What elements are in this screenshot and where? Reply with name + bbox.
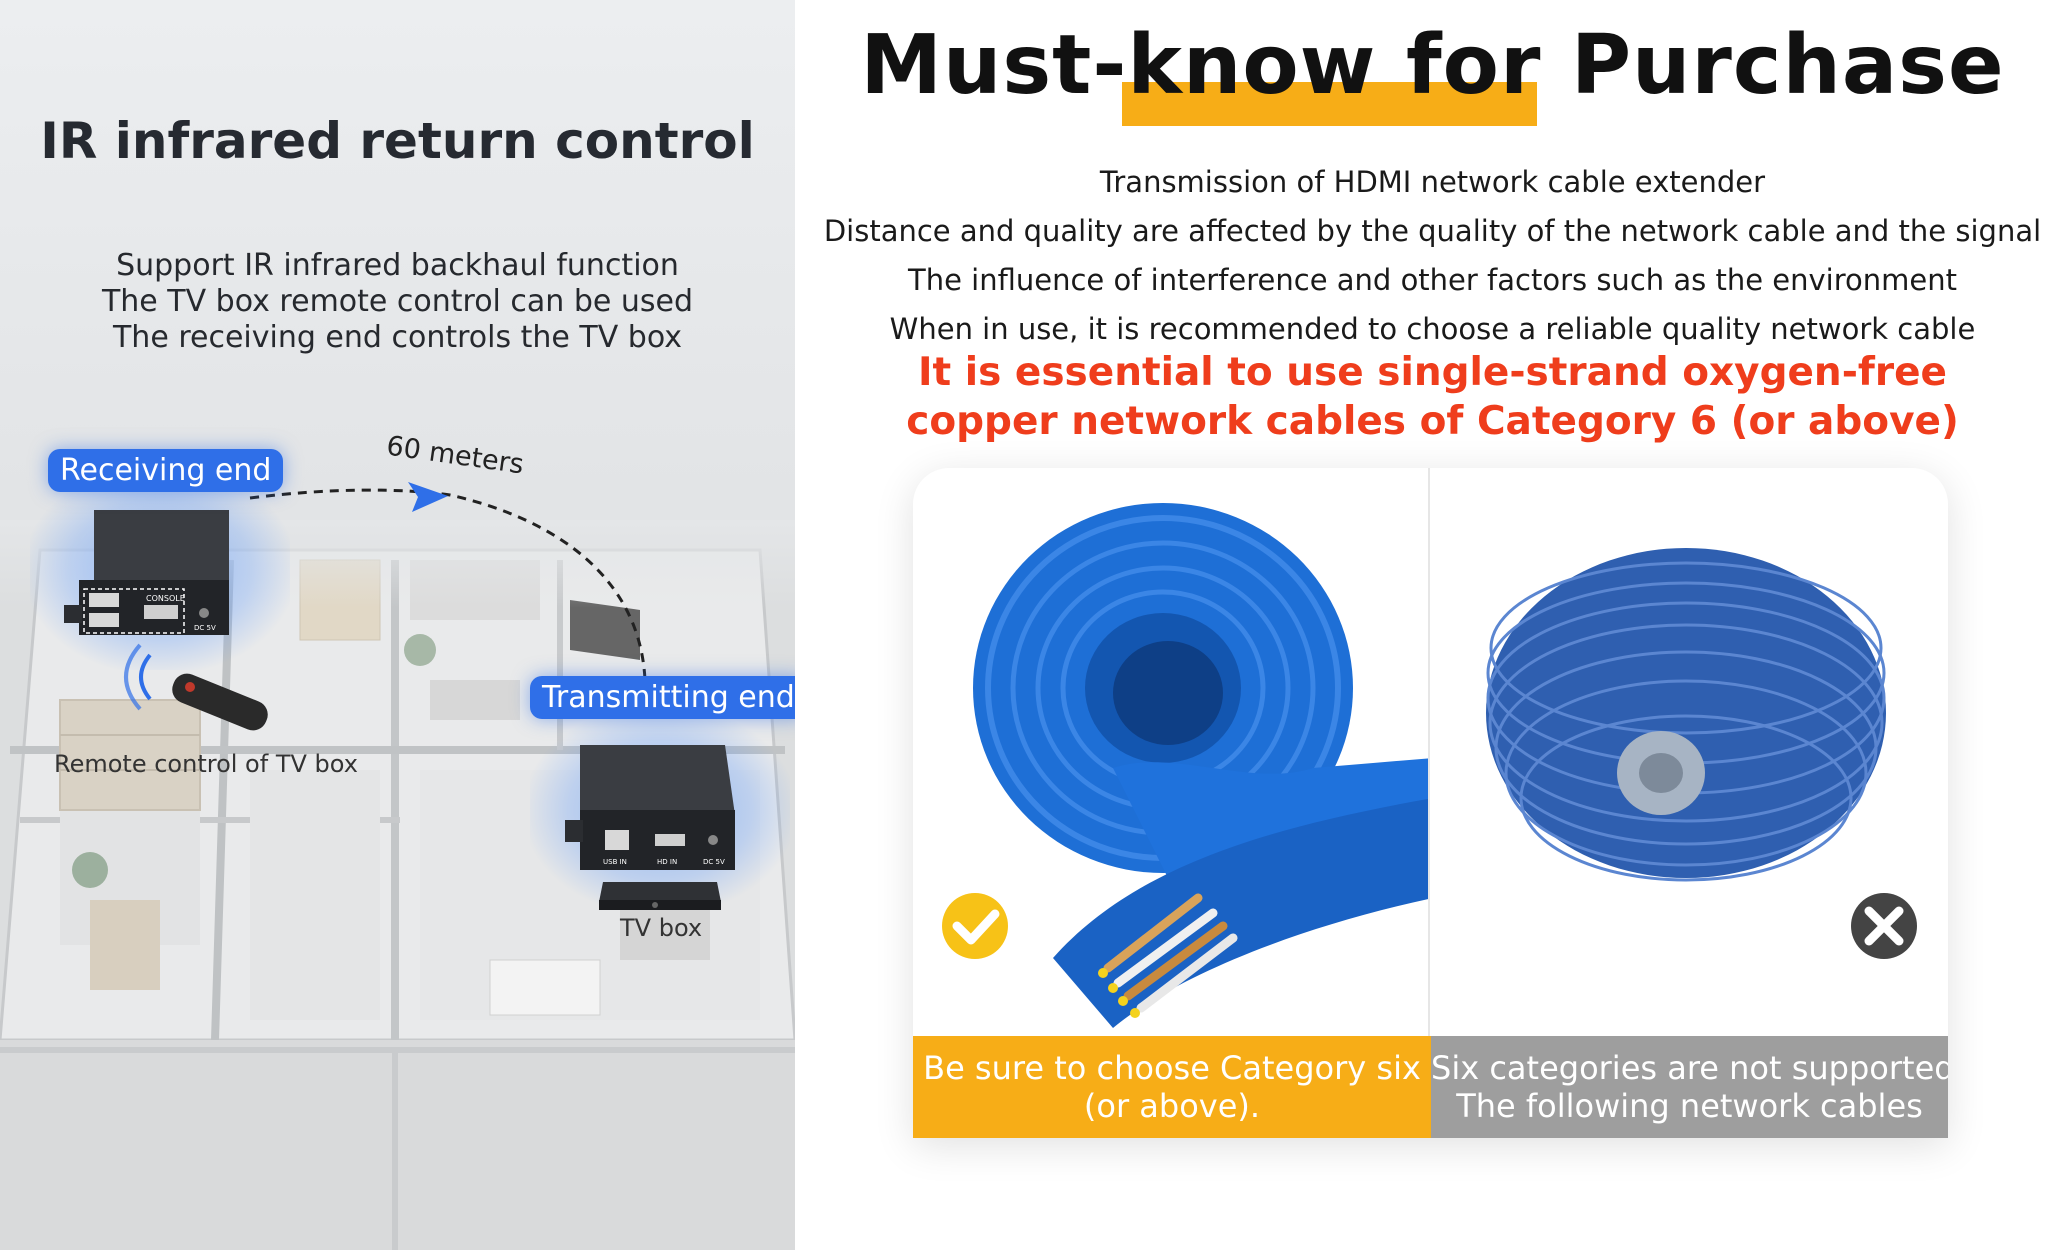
- transmitter-port-label: HD IN: [657, 858, 677, 866]
- house-floorplan-illustration: [0, 520, 795, 1250]
- caption-line: The following network cables: [1456, 1087, 1923, 1125]
- remote-control-label: Remote control of TV box: [54, 750, 358, 778]
- cat6-cable-image: [942, 503, 1429, 1028]
- transmitter-port-label: DC 5V: [703, 858, 725, 866]
- cable-comparison-card: Be sure to choose Category six (or above…: [913, 468, 1948, 1138]
- receiver-port-label: DC 5V: [194, 624, 216, 632]
- tv-box-label: TV box: [620, 914, 703, 942]
- ir-subtitle: Support IR infrared backhaul function Th…: [0, 248, 795, 356]
- coiled-cable-image: [1486, 548, 1917, 959]
- tv-box-image: [599, 882, 721, 910]
- caption-line: Six categories are not supported: [1431, 1049, 1948, 1087]
- purchase-title-text: Must-know for Purchase: [860, 18, 2005, 113]
- x-circle-icon: [1864, 906, 1904, 946]
- warning-line: copper network cables of Category 6 (or …: [906, 399, 1959, 444]
- card-divider: [1428, 468, 1430, 1038]
- purchase-notice-panel: Must-know for Purchase Transmission of H…: [795, 0, 2070, 1250]
- ir-title: IR infrared return control: [40, 112, 755, 170]
- transmitter-port-label: USB IN: [603, 858, 627, 866]
- ir-control-panel: IR infrared return control Support IR in…: [0, 0, 795, 1250]
- notice-line: The influence of interference and other …: [908, 263, 1957, 297]
- check-circle-icon: [952, 909, 1000, 945]
- receiver-device: CONSOLE DC 5V: [64, 510, 229, 635]
- signal-path-arrow: [124, 482, 647, 711]
- ir-subtitle-line: The receiving end controls the TV box: [112, 320, 683, 355]
- receiver-port-label: CONSOLE: [146, 594, 185, 603]
- warning-line: It is essential to use single-strand oxy…: [917, 350, 1947, 395]
- ir-subtitle-line: The TV box remote control can be used: [101, 284, 694, 319]
- transmitter-device: USB IN HD IN DC 5V: [565, 745, 735, 870]
- caption-line: (or above).: [1083, 1087, 1261, 1125]
- caption-line: Be sure to choose Category six: [923, 1049, 1421, 1087]
- receiving-end-tag: Receiving end: [48, 449, 284, 492]
- bad-cable-caption: Six categories are not supported The fol…: [1431, 1036, 1948, 1138]
- transmitting-end-tag: Transmitting end: [530, 676, 795, 719]
- notice-line: Distance and quality are affected by the…: [823, 214, 2042, 248]
- ir-subtitle-line: Support IR infrared backhaul function: [116, 248, 679, 283]
- good-cable-caption: Be sure to choose Category six (or above…: [913, 1036, 1431, 1138]
- title-highlight: [1122, 82, 1538, 126]
- purchase-title: Must-know for Purchase: [860, 18, 2005, 126]
- notice-line: Transmission of HDMI network cable exten…: [1099, 165, 1766, 199]
- notice-line: When in use, it is recommended to choose…: [889, 312, 1976, 346]
- remote-control-image: [172, 673, 268, 731]
